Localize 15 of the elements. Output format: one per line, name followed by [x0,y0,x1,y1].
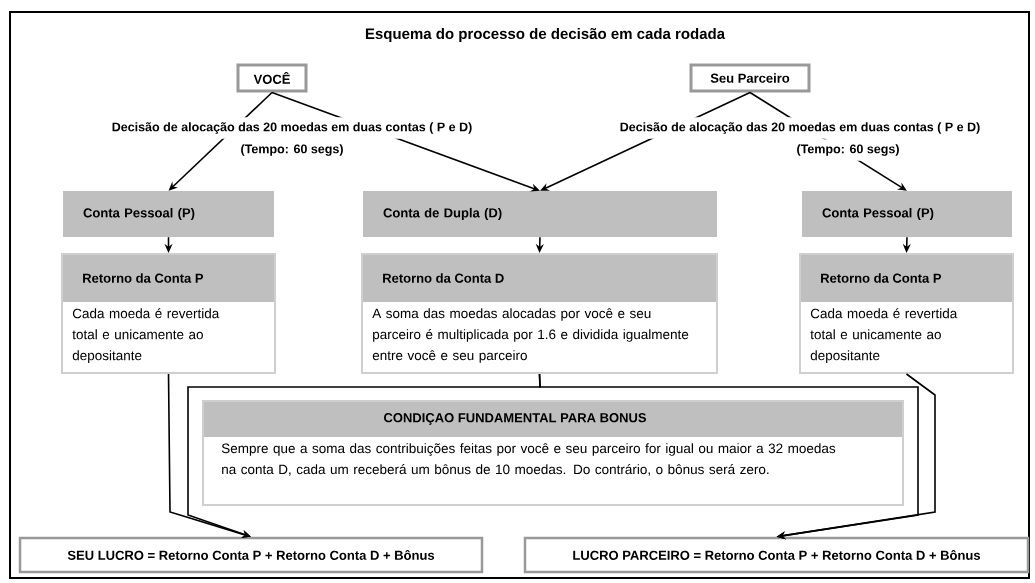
decision-text: (Tempo: 60 segs) [794,139,902,161]
return-box: Retorno da Conta P Cada moeda é revertida total e unicamente ao depositante [799,253,1014,374]
account-box: Conta Pessoal (P) [63,191,274,237]
decision-text: Decisão de alocação das 20 moedas em duas contas ( P e D) [109,117,475,139]
return-box: Retorno da Conta P Cada moeda é revertida total e unicamente ao depositante [61,253,276,374]
profit-box: LUCRO PARCEIRO = Retorno Conta P + Retorno Conta D + Bônus [523,536,1030,574]
profit-box: SEU LUCRO = Retorno Conta P + Retorno Conta D + Bônus [18,536,484,574]
title: Esquema do processo de decisão em cada rodada [365,28,726,42]
person-box: Seu Parceiro [689,63,811,93]
account-box: Conta Pessoal (P) [802,191,1012,237]
condition-box: CONDIÇAO FUNDAMENTAL PARA BONUS Sempre que a soma das contribuições feitas por você e seu parceiro for igual ou maior a 32 moedas na conta D, cada um receberá um bônus de 10 moedas. Do contrário, o bônus será zero. [202,400,904,506]
return-box: Retorno da Conta D A soma das moedas alocadas por você e seu parceiro é multiplicada por 1.6 e dividida igualmente entre você e seu parceiro [361,253,718,374]
person-box: VOCÊ [236,63,308,93]
account-box: Conta de Dupla (D) [363,191,717,237]
decision-text: (Tempo: 60 segs) [238,139,346,161]
